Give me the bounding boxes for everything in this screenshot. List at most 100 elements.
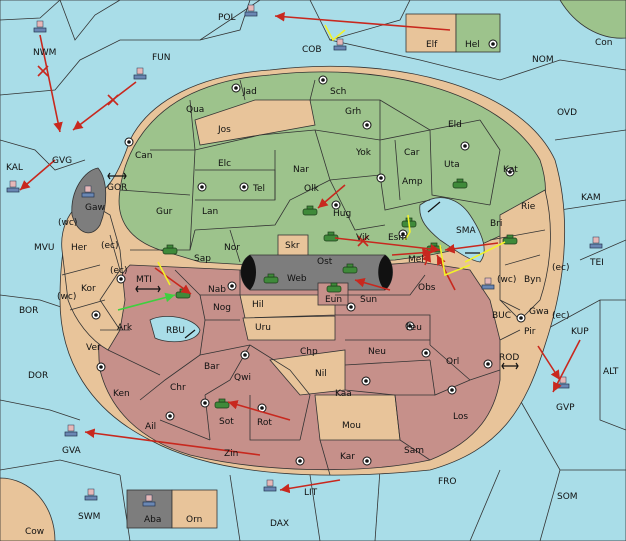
army-vik[interactable]: [323, 231, 339, 242]
label-mti: MTI: [136, 275, 152, 285]
label-ost: Ost: [317, 257, 333, 267]
units: [6, 4, 603, 507]
label-pir: Pir: [524, 327, 536, 337]
label-sam: Sam: [404, 446, 424, 456]
fleet-swm[interactable]: [84, 488, 98, 501]
orders: [19, 11, 581, 494]
label-sap: Sap: [194, 254, 211, 264]
label-hil: Hil: [252, 300, 264, 310]
label-car: Car: [404, 148, 420, 158]
label-ken: Ken: [113, 389, 130, 399]
label-wc1: (wc): [58, 218, 77, 228]
province-elf[interactable]: [405, 13, 457, 53]
fleet-gaw[interactable]: [81, 185, 95, 198]
label-kam: KAM: [581, 193, 601, 203]
label-jad: Jad: [242, 87, 257, 97]
west-coast: [61, 199, 126, 351]
province-jos[interactable]: [194, 99, 316, 146]
sea-sma[interactable]: [419, 197, 485, 263]
supply-centres: [91, 39, 526, 466]
label-amp: Amp: [402, 177, 423, 187]
label-elc: Elc: [218, 159, 231, 169]
army-eun[interactable]: [326, 282, 342, 293]
label-buc: BUC: [492, 311, 511, 321]
label-hel: Hel: [465, 40, 480, 50]
label-skr: Skr: [285, 241, 300, 251]
fleet-kal[interactable]: [6, 180, 20, 193]
label-dax: DAX: [270, 519, 289, 529]
label-nil: Nil: [315, 369, 327, 379]
fleet-nwm[interactable]: [33, 20, 47, 33]
province-orn[interactable]: [171, 489, 218, 529]
label-nar: Nar: [293, 165, 309, 175]
army-uta[interactable]: [452, 178, 468, 189]
label-rot: Rot: [257, 418, 272, 428]
label-yok: Yok: [355, 148, 372, 158]
label-wc3: (wc): [57, 292, 76, 302]
label-gva: GVA: [62, 446, 82, 456]
label-grh: Grh: [345, 107, 361, 117]
label-kaa: Kaa: [335, 389, 352, 399]
label-nor: Nor: [224, 243, 240, 253]
label-zin: Zin: [224, 449, 238, 459]
labels: POL COB Elf Hel Con NWM FUN NOM Jad Sch …: [6, 13, 619, 537]
label-dor: DOR: [28, 371, 48, 381]
army-web[interactable]: [263, 273, 279, 284]
label-vik: Vik: [356, 233, 370, 243]
label-mel: Mel: [408, 255, 424, 265]
label-rie: Rie: [521, 202, 536, 212]
label-kup: KUP: [571, 327, 589, 337]
label-cob: COB: [302, 45, 322, 55]
label-nog: Nog: [213, 303, 231, 313]
label-cow: Cow: [25, 527, 44, 537]
province-gaw[interactable]: [71, 167, 107, 234]
label-kor: Kor: [81, 284, 96, 294]
label-rod: ROD: [499, 353, 519, 363]
province-uru[interactable]: [242, 315, 336, 341]
label-ec2: (ec): [110, 266, 128, 276]
label-qua: Qua: [186, 105, 204, 115]
label-eun: Eun: [325, 295, 342, 305]
label-los: Los: [453, 412, 468, 422]
fleet-fun[interactable]: [133, 67, 147, 80]
fleet-gva[interactable]: [64, 424, 78, 437]
army-ost[interactable]: [342, 263, 358, 274]
label-can: Can: [135, 151, 153, 161]
fleet-lit[interactable]: [263, 479, 277, 492]
army-hug[interactable]: [302, 205, 318, 216]
label-som: SOM: [557, 492, 578, 502]
army-mti[interactable]: [162, 244, 178, 255]
fleet-cob[interactable]: [333, 38, 347, 51]
label-gwa: Gwa: [529, 307, 549, 317]
east-coast: [499, 189, 551, 321]
label-sma: SMA: [456, 226, 476, 236]
label-byn: Byn: [524, 275, 541, 285]
army-sot[interactable]: [214, 398, 230, 409]
label-gaw: Gaw: [85, 203, 105, 213]
label-sun: Sun: [360, 295, 377, 305]
label-swm: SWM: [78, 512, 100, 522]
army-sma[interactable]: [502, 234, 518, 245]
label-kar: Kar: [340, 452, 355, 462]
label-olk: Olk: [304, 184, 320, 194]
label-ec4: (ec): [552, 311, 570, 321]
label-kat: Kat: [503, 165, 518, 175]
label-hug: Hug: [333, 209, 351, 219]
fleet-buc[interactable]: [481, 277, 495, 290]
label-pol: POL: [218, 13, 236, 23]
label-chr: Chr: [170, 383, 186, 393]
province-mou[interactable]: [314, 394, 401, 441]
label-con: Con: [595, 38, 613, 48]
label-uta: Uta: [444, 160, 460, 170]
fleet-pol[interactable]: [244, 4, 258, 17]
fleet-tei[interactable]: [589, 236, 603, 249]
fleet-aba[interactable]: [142, 494, 156, 507]
label-eld: Eld: [448, 120, 462, 130]
label-nwm: NWM: [33, 48, 56, 58]
label-fro: FRO: [438, 477, 457, 487]
label-tel: Tel: [252, 184, 265, 194]
label-gor: GOR: [107, 183, 127, 193]
label-rbu: RBU: [166, 326, 185, 336]
